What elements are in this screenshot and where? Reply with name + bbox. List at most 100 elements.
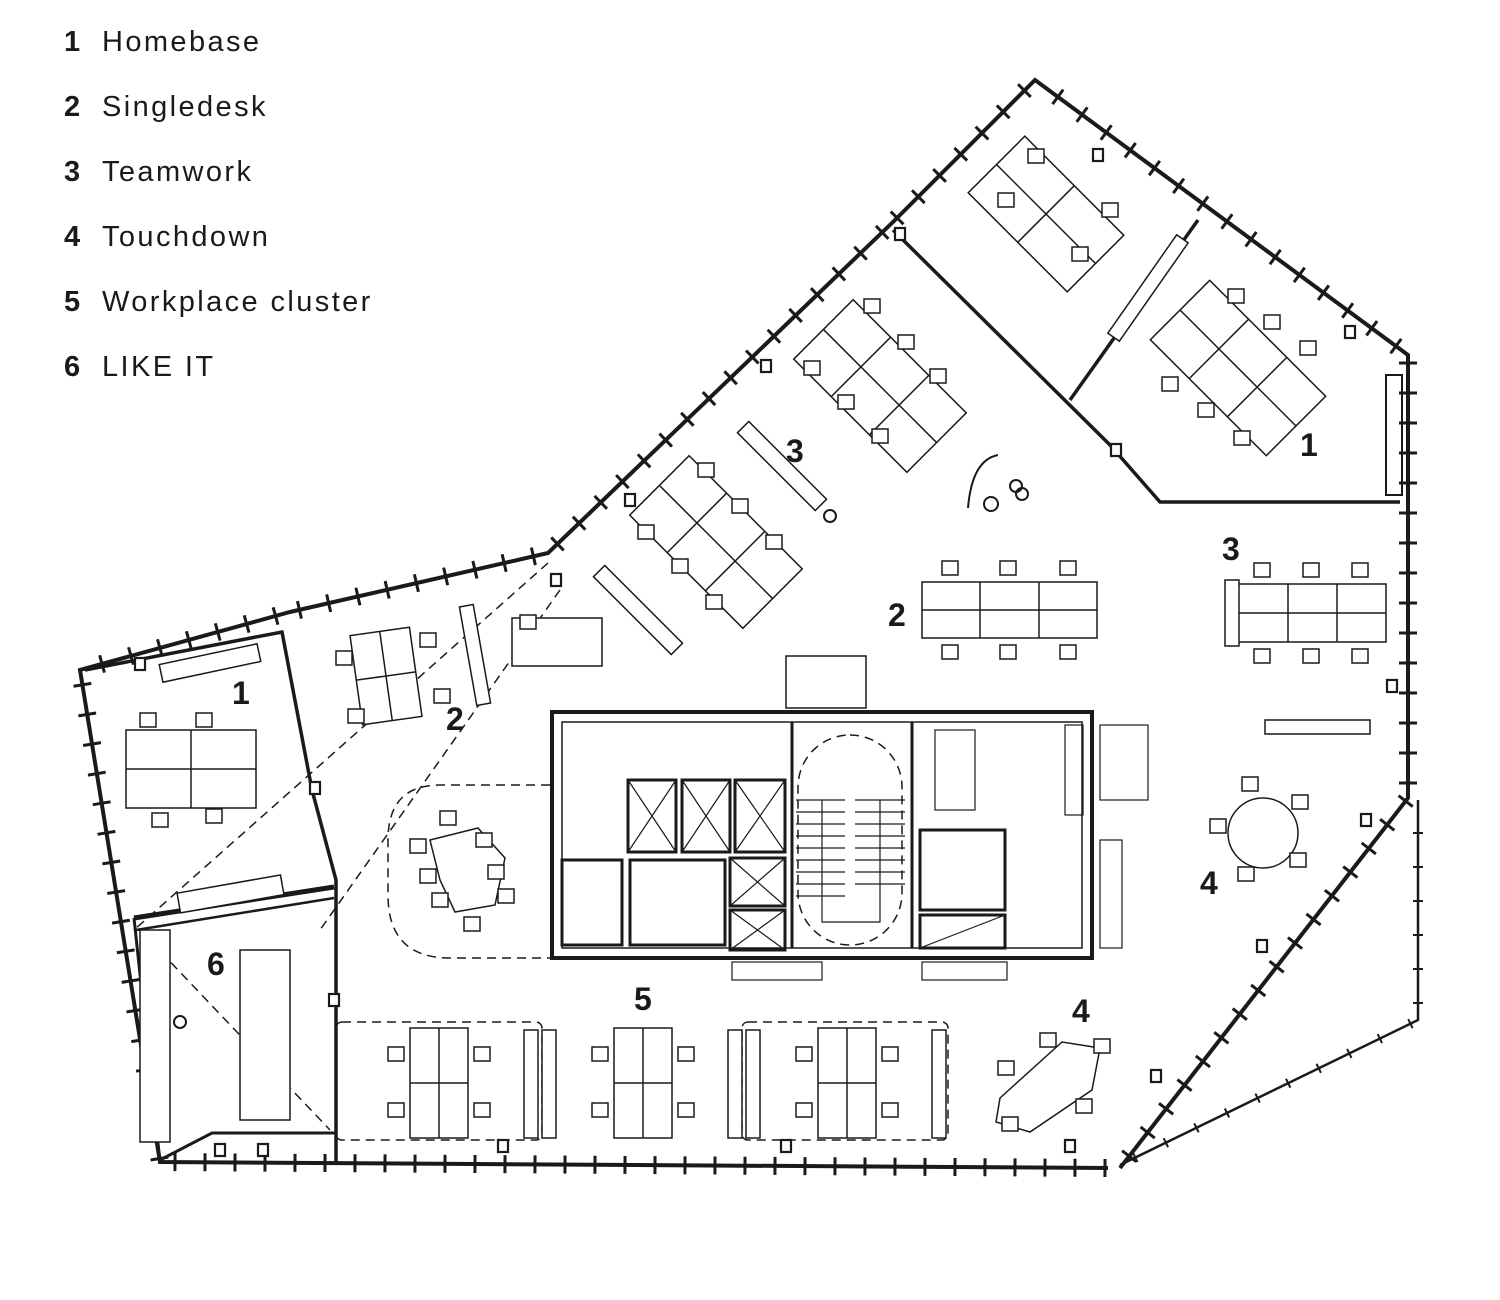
legend-label: Workplace cluster — [102, 286, 373, 318]
mullion-tick — [593, 494, 609, 510]
mullion-tick — [1250, 983, 1267, 998]
mullion-tick — [1389, 337, 1403, 355]
mullion-tick — [1346, 1048, 1353, 1059]
mullion-tick — [1316, 284, 1331, 301]
mullion-tick — [910, 189, 926, 205]
mullion-tick — [1099, 124, 1113, 141]
mullion-tick — [809, 287, 825, 303]
mullion-tick — [1231, 1007, 1248, 1021]
mullion-tick — [383, 580, 391, 599]
zone-label: 2 — [888, 597, 906, 633]
zone-label: 1 — [232, 675, 250, 711]
legend-number: 1 — [64, 26, 81, 58]
mullion-tick — [73, 681, 92, 688]
mullion-tick — [1292, 266, 1306, 284]
mullion-tick — [121, 977, 140, 984]
mullion-tick — [1158, 1102, 1175, 1116]
mullion-tick — [116, 948, 135, 955]
legend-label: Homebase — [102, 26, 262, 58]
mullion-tick — [78, 711, 97, 718]
mullion-tick — [636, 453, 652, 469]
mullion-tick — [788, 307, 803, 323]
mullion-tick — [766, 328, 782, 344]
mullion-tick — [658, 432, 674, 448]
mullion-tick — [995, 104, 1011, 120]
mullion-tick — [82, 741, 102, 747]
mullion-tick — [1254, 1093, 1261, 1103]
mullion-tick — [1176, 1078, 1193, 1092]
building-facade — [73, 77, 1423, 1177]
furniture — [125, 135, 1387, 1143]
legend-number: 2 — [64, 91, 81, 123]
mullion-tick — [1360, 841, 1377, 856]
mullion-tick — [97, 829, 116, 836]
legend-label: LIKE IT — [102, 351, 216, 383]
mullion-tick — [442, 567, 450, 586]
mullion-tick — [529, 547, 537, 566]
zone-label: 3 — [1222, 531, 1240, 567]
mullion-tick — [1132, 1152, 1139, 1163]
mullion-tick — [1194, 1054, 1211, 1069]
mullion-tick — [571, 515, 587, 531]
mullion-tick — [889, 210, 905, 226]
zone-labels: 1 3 3 2 1 2 4 6 5 4 — [207, 427, 1318, 1029]
mullion-tick — [874, 224, 890, 240]
zone-label: 5 — [634, 981, 652, 1017]
mullion-tick — [1268, 960, 1285, 974]
mullion-tick — [1051, 88, 1065, 105]
mullion-tick — [974, 125, 990, 141]
mullion-tick — [295, 600, 303, 619]
mullion-tick — [853, 245, 868, 261]
mullion-tick — [184, 630, 193, 650]
mullion-tick — [680, 411, 695, 427]
mullion-tick — [1376, 1033, 1383, 1044]
mullion-tick — [111, 918, 131, 925]
mullion-tick — [744, 349, 760, 365]
mullion-tick — [723, 370, 738, 386]
fixtures — [173, 454, 1029, 1029]
mullion-tick — [1287, 936, 1304, 950]
mullion-tick — [1223, 1108, 1231, 1118]
mullion-tick — [1196, 195, 1210, 212]
mullion-tick — [242, 614, 251, 634]
mullion-tick — [1193, 1122, 1200, 1133]
legend-item-workplace-cluster: 5 Workplace cluster — [64, 286, 373, 351]
legend-number: 5 — [64, 286, 81, 318]
mullion-tick — [1285, 1078, 1292, 1089]
mullion-tick — [354, 587, 362, 606]
legend-number: 4 — [64, 221, 81, 253]
mullion-tick — [932, 168, 947, 183]
mullion-tick — [213, 622, 222, 642]
mullion-tick — [500, 553, 508, 573]
mullion-tick — [1162, 1137, 1169, 1148]
mullion-tick — [1365, 320, 1379, 337]
mullion-tick — [412, 573, 420, 593]
mullion-tick — [1305, 912, 1322, 927]
mullion-tick — [92, 800, 111, 807]
mullion-tick — [1342, 865, 1359, 879]
zone-label: 1 — [1300, 427, 1318, 463]
mullion-tick — [325, 594, 333, 613]
mullion-tick — [1016, 83, 1032, 99]
zone-label: 4 — [1072, 993, 1090, 1029]
mullion-tick — [1123, 142, 1137, 159]
mullion-tick — [1407, 1018, 1414, 1029]
building-core — [550, 655, 1149, 981]
mullion-tick — [701, 391, 717, 407]
mullion-tick — [1244, 231, 1258, 248]
mullion-tick — [831, 266, 847, 282]
zone-label: 2 — [446, 701, 464, 737]
mullion-tick — [1379, 818, 1396, 832]
mullion-tick — [615, 474, 630, 490]
mullion-tick — [1268, 248, 1282, 266]
legend-number: 3 — [64, 156, 81, 188]
mullion-tick — [550, 536, 565, 552]
mullion-tick — [1147, 159, 1162, 177]
mullion-tick — [106, 889, 126, 896]
